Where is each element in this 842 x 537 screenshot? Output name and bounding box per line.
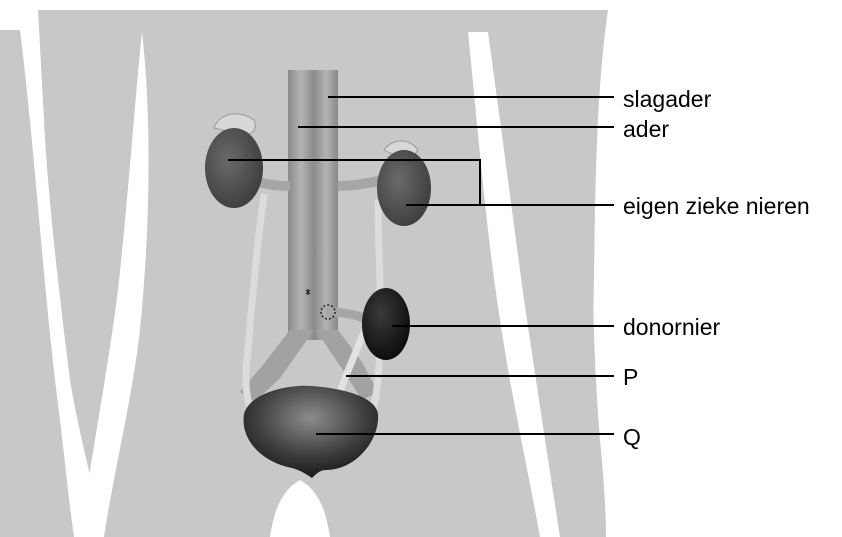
- vein-vessel: [288, 70, 314, 340]
- label-ader: ader: [623, 118, 669, 141]
- label-p: P: [623, 366, 638, 389]
- donor-kidney: [362, 288, 410, 360]
- right-renal-vessel: [338, 180, 382, 186]
- left-kidney: [205, 128, 263, 208]
- right-kidney: [377, 150, 431, 226]
- label-q: Q: [623, 426, 641, 449]
- right-arm: [558, 30, 606, 537]
- artery-vessel: [314, 70, 338, 340]
- label-slagader: slagader: [623, 88, 711, 111]
- left-renal-vessel: [258, 182, 290, 186]
- label-donornier: donornier: [623, 316, 720, 339]
- label-eigen-zieke-nieren: eigen zieke nieren: [623, 195, 810, 218]
